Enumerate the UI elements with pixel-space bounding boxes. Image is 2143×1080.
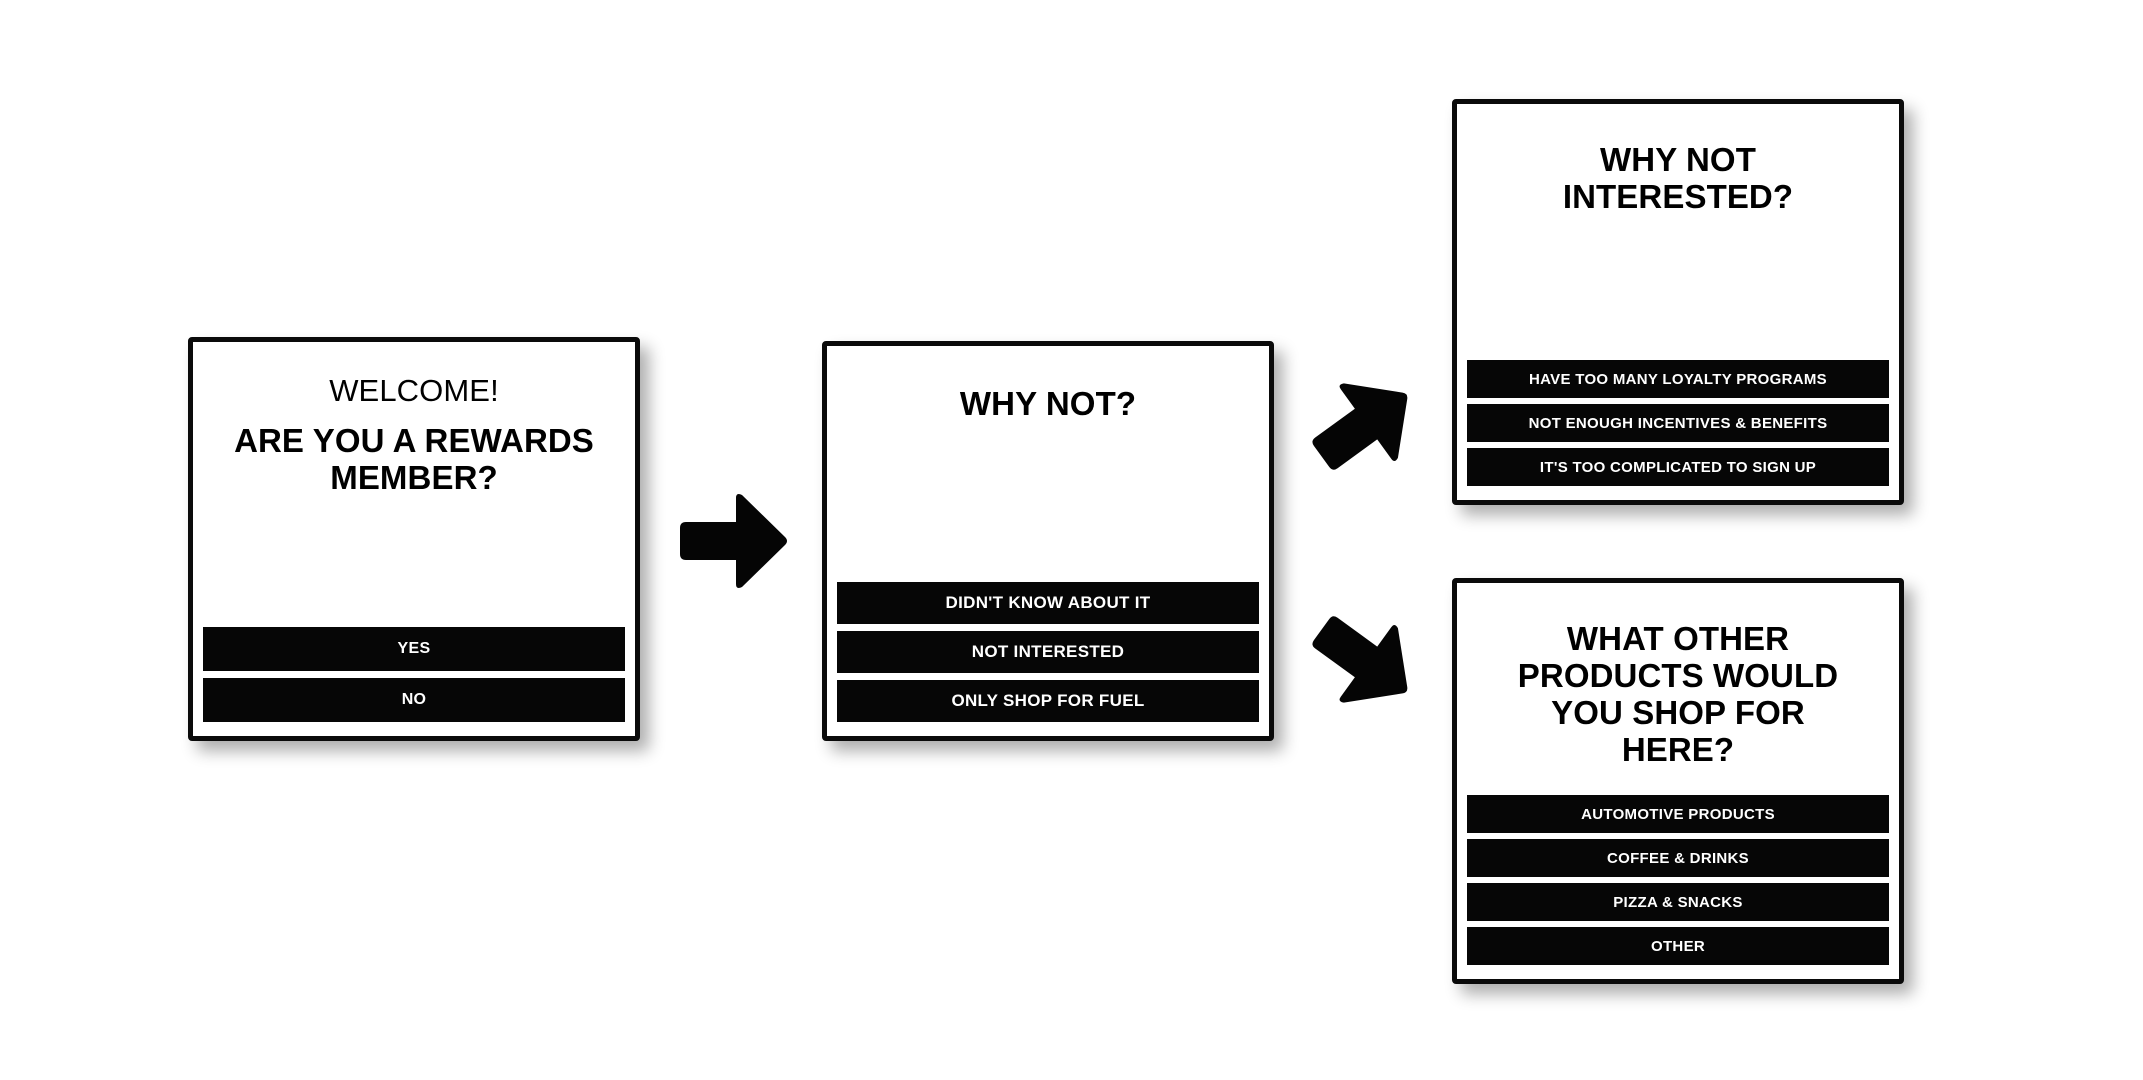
option-pizza-and-snacks[interactable]: PIZZA & SNACKS bbox=[1467, 883, 1889, 921]
card-why-not-title: WHY NOT? bbox=[959, 385, 1137, 422]
option-other[interactable]: OTHER bbox=[1467, 927, 1889, 965]
card-why-not-options: DIDN'T KNOW ABOUT IT NOT INTERESTED ONLY… bbox=[827, 582, 1269, 726]
card-why-not-interested-title: WHY NOT INTERESTED? bbox=[1562, 141, 1794, 215]
option-coffee-and-drinks[interactable]: COFFEE & DRINKS bbox=[1467, 839, 1889, 877]
option-not-enough-incentives[interactable]: NOT ENOUGH INCENTIVES & BENEFITS bbox=[1467, 404, 1889, 442]
card-why-not: WHY NOT? DIDN'T KNOW ABOUT IT NOT INTERE… bbox=[822, 341, 1274, 741]
option-automotive-products[interactable]: AUTOMOTIVE PRODUCTS bbox=[1467, 795, 1889, 833]
card-welcome-title-line-2: ARE YOU A REWARDS MEMBER? bbox=[234, 421, 594, 496]
card-welcome: WELCOME! ARE YOU A REWARDS MEMBER? YES N… bbox=[188, 337, 640, 741]
option-not-interested[interactable]: NOT INTERESTED bbox=[837, 631, 1259, 673]
card-other-products-title: WHAT OTHER PRODUCTS WOULD YOU SHOP FOR H… bbox=[1517, 620, 1839, 768]
card-welcome-title-line-1: WELCOME! bbox=[329, 373, 499, 408]
card-other-products: WHAT OTHER PRODUCTS WOULD YOU SHOP FOR H… bbox=[1452, 578, 1904, 984]
arrow-up-right-icon bbox=[1288, 354, 1436, 499]
option-yes[interactable]: YES bbox=[203, 627, 625, 671]
option-too-many-loyalty-programs[interactable]: HAVE TOO MANY LOYALTY PROGRAMS bbox=[1467, 360, 1889, 398]
card-welcome-options: YES NO bbox=[193, 627, 635, 726]
arrow-down-right-icon bbox=[1288, 586, 1436, 731]
option-didnt-know-about-it[interactable]: DIDN'T KNOW ABOUT IT bbox=[837, 582, 1259, 624]
option-no[interactable]: NO bbox=[203, 678, 625, 722]
option-too-complicated-to-sign-up[interactable]: IT'S TOO COMPLICATED TO SIGN UP bbox=[1467, 448, 1889, 486]
card-other-products-options: AUTOMOTIVE PRODUCTS COFFEE & DRINKS PIZZ… bbox=[1457, 795, 1899, 969]
card-why-not-interested-options: HAVE TOO MANY LOYALTY PROGRAMS NOT ENOUG… bbox=[1457, 360, 1899, 490]
card-why-not-interested: WHY NOT INTERESTED? HAVE TOO MANY LOYALT… bbox=[1452, 99, 1904, 505]
option-only-shop-for-fuel[interactable]: ONLY SHOP FOR FUEL bbox=[837, 680, 1259, 722]
arrow-right-icon bbox=[674, 492, 788, 590]
